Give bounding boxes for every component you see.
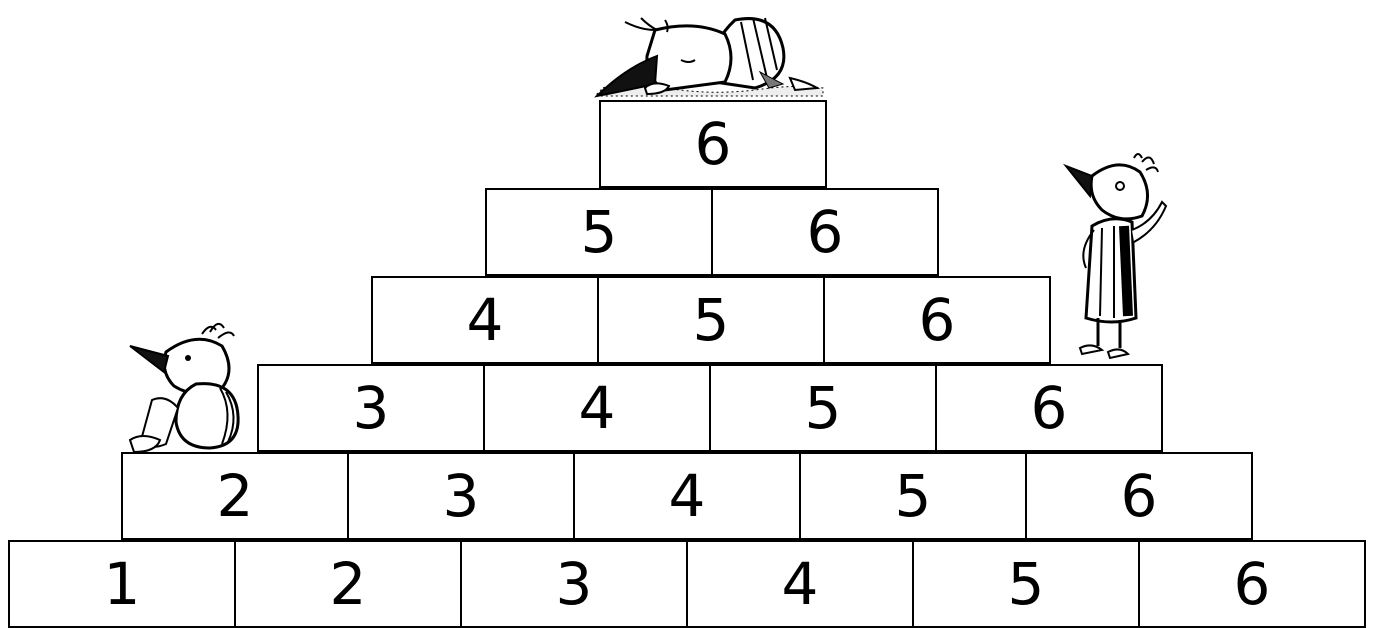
pyramid-cell: 4 — [573, 452, 801, 540]
pyramid-cell: 6 — [1025, 452, 1253, 540]
pyramid-cell: 4 — [686, 540, 914, 628]
pyramid-cell: 2 — [234, 540, 462, 628]
sitting-mole-icon — [126, 316, 256, 456]
pyramid-cell: 6 — [1138, 540, 1366, 628]
pyramid-cell: 1 — [8, 540, 236, 628]
pyramid-cell: 6 — [935, 364, 1163, 452]
pyramid-cell: 4 — [483, 364, 711, 452]
pyramid-cell: 5 — [912, 540, 1140, 628]
pyramid-cell: 5 — [799, 452, 1027, 540]
pyramid-cell: 5 — [485, 188, 713, 276]
pyramid-cell: 6 — [711, 188, 939, 276]
pyramid-cell: 5 — [709, 364, 937, 452]
pyramid-cell: 3 — [460, 540, 688, 628]
pyramid-cell: 4 — [371, 276, 599, 364]
pyramid-cell: 2 — [121, 452, 349, 540]
pyramid-cell: 3 — [347, 452, 575, 540]
standing-mole-icon — [1062, 150, 1177, 366]
pyramid-cell: 5 — [597, 276, 825, 364]
pyramid-cell: 6 — [823, 276, 1051, 364]
sleeping-mole-icon — [585, 8, 830, 102]
pyramid-row-6: 6 — [599, 100, 827, 188]
pyramid-cell: 3 — [257, 364, 485, 452]
pyramid-cell: 6 — [599, 100, 827, 188]
